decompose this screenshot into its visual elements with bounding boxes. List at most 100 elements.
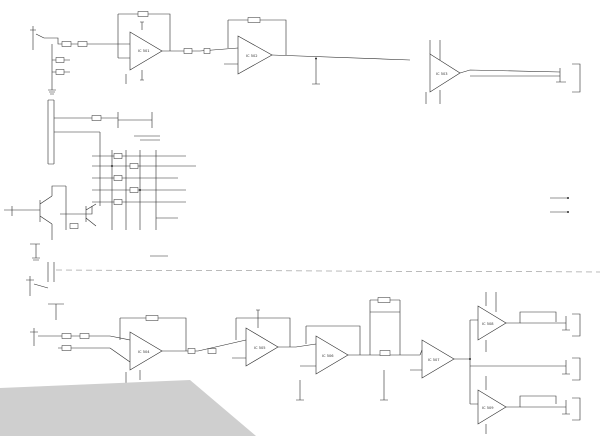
opamp-7 — [421, 339, 455, 379]
terminal-1 — [567, 197, 569, 199]
input-jack-mid — [4, 206, 18, 216]
input-jack-bottom — [26, 276, 49, 296]
opamp-2-label: IC 502 — [246, 54, 258, 58]
wire-ladder — [92, 155, 178, 203]
top-input-channel: IC 501 IC 502 IC 503 — [30, 11, 581, 104]
wire-bottom-bias — [48, 303, 64, 320]
wire-top-tap — [312, 58, 320, 85]
wire-opamp1-supply — [140, 21, 144, 30]
wire-output-split — [469, 319, 478, 405]
divider-switch — [47, 262, 55, 282]
opamp-4 — [129, 331, 163, 371]
opamp-9 — [477, 389, 507, 425]
opamp-3 — [429, 53, 461, 93]
capacitor-c1 — [203, 48, 211, 54]
resistor-r4 — [55, 69, 65, 75]
wire-ladder-rails — [111, 150, 157, 230]
wire-opamp6-ground — [296, 380, 304, 401]
resistor-r23 — [207, 348, 217, 354]
slide-switch — [47, 99, 55, 165]
terminals-mid-right — [550, 197, 568, 213]
resistor-r1 — [61, 41, 72, 47]
opamp-9-label: IC 509 — [482, 406, 494, 410]
resistor-r2 — [77, 41, 88, 47]
resistor-r15 — [113, 199, 123, 205]
wire-ladder-outputs — [156, 155, 196, 219]
junction-3 — [139, 189, 141, 191]
wire-opamp2-feedback — [227, 19, 287, 55]
ground-symbol-2 — [30, 243, 40, 261]
resistor-r10 — [91, 115, 102, 121]
wire-opamp5-io — [197, 339, 296, 359]
resistor-r21 — [79, 333, 90, 339]
resistor-r24 — [377, 297, 391, 303]
input-jack-top — [30, 26, 45, 50]
resistor-feedback-2 — [247, 17, 261, 23]
wire-opamp3-pins — [425, 40, 441, 104]
junction-2 — [111, 165, 113, 167]
wire-opamp89-feedback — [506, 311, 557, 408]
middle-switch-bank — [4, 99, 569, 261]
opamp-8-label: IC 508 — [482, 322, 494, 326]
wire-opamp6-io — [295, 343, 420, 367]
opamp-6 — [315, 335, 349, 375]
opamp-1-label: IC 501 — [138, 49, 150, 53]
resistor-r5 — [183, 48, 193, 54]
output-connector-2 — [562, 357, 581, 381]
resistor-feedback-1 — [137, 11, 149, 17]
opamp-7-label: IC 507 — [428, 358, 440, 362]
junction-1 — [315, 57, 317, 60]
wire-opamp4-neg — [125, 370, 141, 384]
resistor-r22 — [61, 345, 72, 351]
opamp-5-label: IC 505 — [254, 346, 266, 350]
capacitor-c2 — [187, 348, 196, 354]
resistor-r13 — [113, 175, 123, 181]
transistor-q2 — [85, 203, 97, 227]
wire-top-output — [459, 69, 561, 77]
resistor-r16 — [69, 223, 79, 229]
wire-filter-ground — [380, 370, 388, 401]
output-jack-top — [556, 68, 566, 83]
section-divider — [55, 269, 600, 273]
resistor-r20 — [61, 333, 72, 339]
resistor-feedback-4 — [145, 315, 159, 321]
opamp-4-label: IC 504 — [138, 350, 150, 354]
opamp-2 — [237, 35, 273, 75]
wire-opamp4-feedback — [119, 317, 187, 351]
wire-bottom-outputs — [478, 322, 566, 408]
transistor-stage-1 — [117, 112, 153, 128]
wire-opamp1-feedback — [117, 13, 171, 58]
wire-opamp6-feedback — [305, 325, 361, 355]
opamp-5 — [245, 327, 279, 367]
wire-top-bus — [271, 54, 411, 61]
output-connector-1 — [562, 313, 581, 337]
output-connector-3 — [562, 397, 581, 421]
filter-network — [369, 299, 401, 355]
wire-opamp1-neg — [125, 70, 144, 84]
resistor-r11 — [113, 153, 123, 159]
opamp-1 — [129, 31, 163, 71]
terminal-2 — [567, 211, 569, 213]
opamp-3-label: IC 503 — [436, 72, 448, 76]
bottom-output-channel: IC 504 IC 505 IC 506 — [26, 276, 581, 434]
opamp-6-label: IC 506 — [322, 354, 334, 358]
wire-opamp7-io — [410, 349, 470, 371]
ground-symbol-1 — [48, 89, 56, 95]
output-connector-top — [572, 63, 581, 93]
wire-switch-out — [54, 117, 118, 206]
resistor-r12 — [129, 163, 139, 169]
resistor-r14 — [129, 187, 139, 193]
wire-stage-1 — [134, 135, 160, 141]
transistor-q1 — [18, 195, 53, 225]
scan-shadow — [0, 380, 256, 436]
input-jack-bottom-2 — [30, 328, 58, 346]
resistor-r25 — [379, 350, 391, 356]
resistor-r3 — [55, 57, 65, 63]
wire-opamp5-feedback — [235, 317, 291, 347]
opamp-8 — [477, 305, 507, 341]
junction-4 — [469, 358, 471, 360]
wire-opamp5-supply — [256, 309, 260, 328]
wire-opamp1-io — [110, 43, 200, 59]
